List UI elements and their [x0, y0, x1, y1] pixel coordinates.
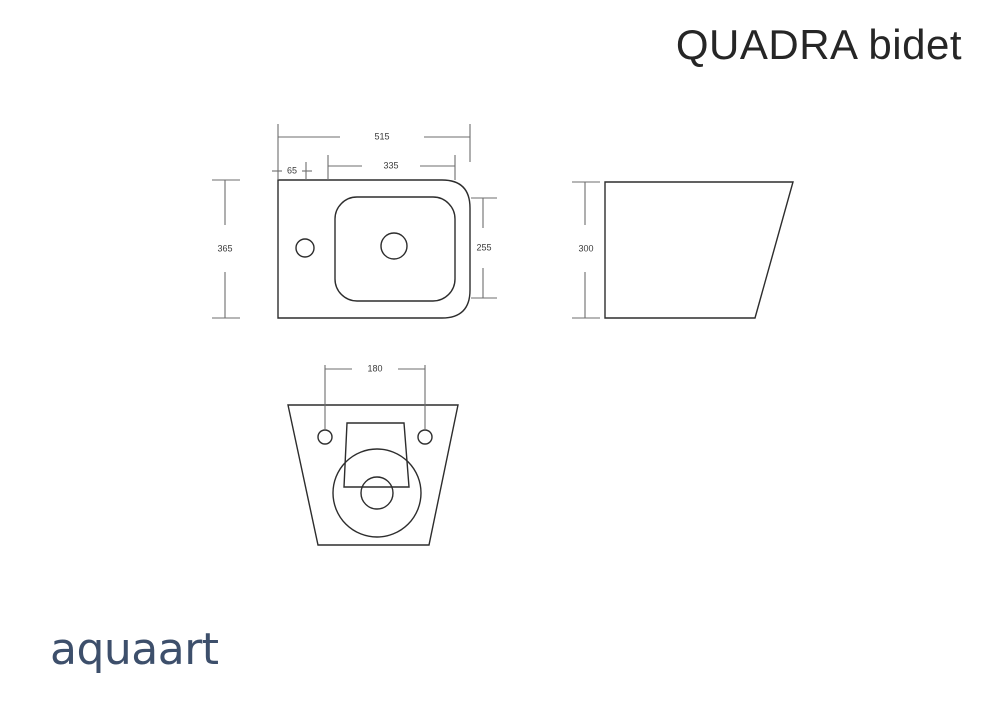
top-view-drain-hole [380, 232, 408, 260]
rear-view-outlet-inner-circle [360, 476, 394, 510]
dimension-365-label: 365 [217, 243, 232, 253]
top-view: 515 335 65 [212, 124, 497, 319]
rear-view-outlet-outer-circle [332, 448, 422, 538]
dimension-365: 365 [212, 179, 240, 319]
dimension-335: 335 [327, 155, 456, 180]
dimension-65-label: 65 [287, 165, 297, 175]
side-view: 300 [572, 181, 794, 319]
top-view-outer-outline [277, 179, 471, 319]
dimension-180-label: 180 [367, 363, 382, 373]
dimension-515-label: 515 [374, 131, 389, 141]
rear-view: 180 [287, 363, 459, 546]
dimension-300: 300 [572, 181, 600, 319]
title-product: bidet [868, 21, 962, 68]
dimension-255-label: 255 [476, 242, 491, 252]
dimension-180: 180 [324, 363, 426, 430]
top-view-small-hole [295, 238, 315, 258]
dimension-335-label: 335 [383, 160, 398, 170]
rear-view-waste-shroud [343, 422, 410, 488]
rear-view-bolt-hole-left [317, 429, 333, 445]
dimension-515: 515 [277, 124, 471, 162]
dimension-65: 65 [272, 162, 312, 180]
rear-view-bolt-hole-right [417, 429, 433, 445]
page-title: QUADRA bidet [675, 21, 962, 68]
aquaart-logo: aquaart [50, 624, 219, 675]
title-brand: QUADRA [675, 21, 857, 68]
dimension-255: 255 [471, 197, 497, 299]
dimension-300-label: 300 [578, 243, 593, 253]
top-view-bowl-outline [334, 196, 456, 302]
rear-view-outline [287, 404, 459, 546]
side-view-outline [604, 181, 794, 319]
